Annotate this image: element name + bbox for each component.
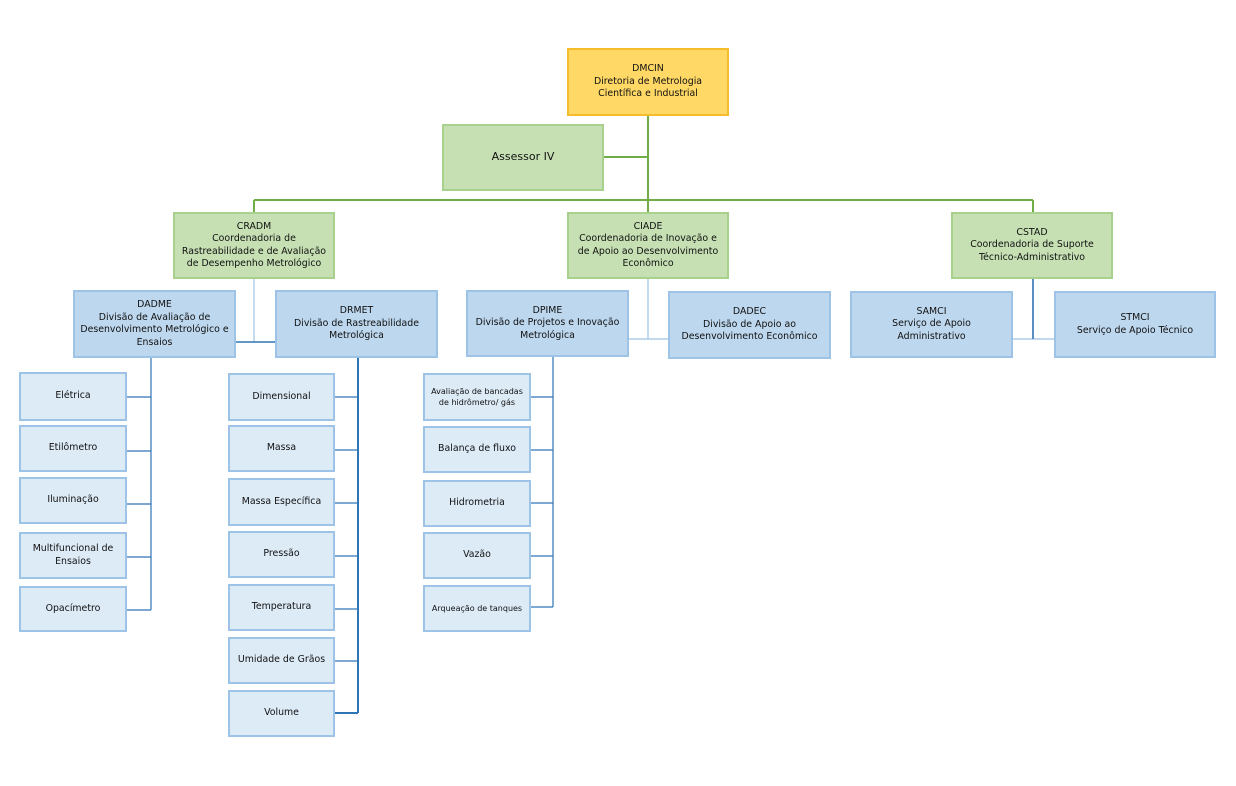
dadme-unit-multifuncional: Multifuncional de Ensaios (19, 532, 127, 579)
cradm-code: CRADM (236, 220, 272, 232)
assessor-name: Assessor IV (491, 150, 555, 164)
assessor-box: Assessor IV (442, 124, 604, 191)
ciade-name: Coordenadoria de Inovação e de Apoio ao … (577, 233, 719, 269)
dpime-unit-vazao: Vazão (423, 532, 531, 579)
dpime-unit-arqueacao: Arqueação de tanques (423, 585, 531, 632)
stmci-box: STMCI Serviço de Apoio Técnico (1054, 291, 1216, 358)
dpime-code: DPIME (532, 304, 563, 316)
dadme-name: Divisão de Avaliação de Desenvolvimento … (80, 311, 229, 348)
samci-name: Serviço de Apoio Administrativo (892, 318, 971, 342)
dpime-unit-bancadas: Avaliação de bancadas de hidrômetro/ gás (423, 373, 531, 421)
drmet-unit-pressao: Pressão (228, 531, 335, 578)
drmet-unit-dimensional: Dimensional (228, 373, 335, 421)
dmcin-code: DMCIN (632, 63, 664, 75)
cradm-box: CRADM Coordenadoria de Rastreabilidade e… (173, 212, 335, 279)
ciade-code: CIADE (633, 220, 663, 232)
dmcin-name: Diretoria de Metrologia Científica e Ind… (593, 75, 703, 100)
drmet-unit-volume: Volume (228, 690, 335, 737)
cstad-code: CSTAD (1016, 226, 1048, 238)
samci-box: SAMCI Serviço de Apoio Administrativo (850, 291, 1013, 358)
dpime-unit-balanca-fluxo: Balança de fluxo (423, 426, 531, 473)
dadme-box: DADME Divisão de Avaliação de Desenvolvi… (73, 290, 236, 358)
stmci-code: STMCI (1120, 312, 1150, 323)
cstad-name: Coordenadoria de Suporte Técnico-Adminis… (970, 239, 1094, 263)
dadme-unit-etilometro: Etilômetro (19, 425, 127, 472)
dmcin-box: DMCIN Diretoria de Metrologia Científica… (567, 48, 729, 116)
dpime-unit-hidrometria: Hidrometria (423, 480, 531, 527)
drmet-box: DRMET Divisão de Rastreabilidade Metroló… (275, 290, 438, 358)
stmci-name: Serviço de Apoio Técnico (1076, 324, 1194, 336)
cstad-box: CSTAD Coordenadoria de Suporte Técnico-A… (951, 212, 1113, 279)
dadec-name: Divisão de Apoio ao Desenvolvimento Econ… (681, 318, 818, 343)
dadme-unit-eletrica: Elétrica (19, 372, 127, 421)
drmet-name: Divisão de Rastreabilidade Metrológica (294, 317, 419, 342)
drmet-unit-massa: Massa (228, 425, 335, 472)
dadec-box: DADEC Divisão de Apoio ao Desenvolviment… (668, 291, 831, 359)
drmet-unit-temperatura: Temperatura (228, 584, 335, 631)
dpime-name: Divisão de Projetos e Inovação Metrológi… (475, 317, 620, 341)
cradm-name: Coordenadoria de Rastreabilidade e de Av… (181, 233, 327, 269)
samci-code: SAMCI (916, 305, 947, 317)
dadec-code: DADEC (732, 306, 767, 318)
dadme-unit-opacimetro: Opacímetro (19, 586, 127, 632)
drmet-unit-massa-especifica: Massa Específica (228, 478, 335, 526)
drmet-unit-umidade-graos: Umidade de Grãos (228, 637, 335, 684)
drmet-code: DRMET (339, 305, 374, 317)
dadme-unit-iluminacao: Iluminação (19, 477, 127, 524)
dadme-code: DADME (137, 299, 172, 310)
ciade-box: CIADE Coordenadoria de Inovação e de Apo… (567, 212, 729, 279)
dpime-box: DPIME Divisão de Projetos e Inovação Met… (466, 290, 629, 357)
